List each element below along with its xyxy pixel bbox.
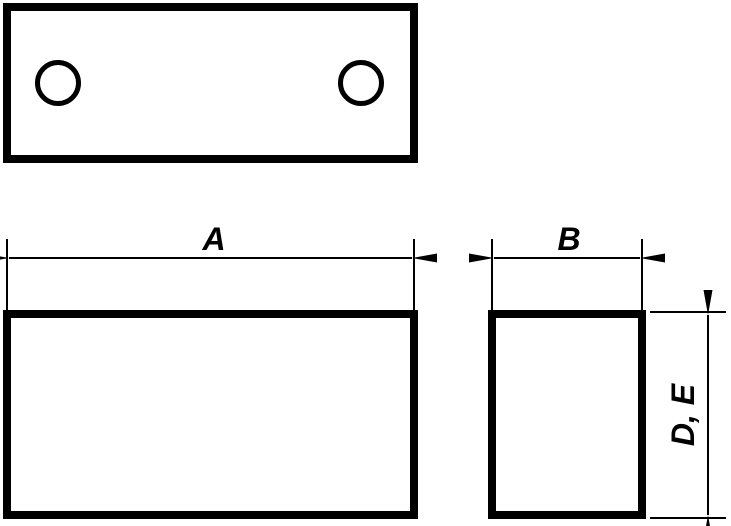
dim-de-label: D, E xyxy=(665,382,701,446)
dim-b-label: B xyxy=(557,221,580,257)
side-view-outline xyxy=(488,310,646,519)
mounting-hole-right xyxy=(338,60,384,106)
front-view-outline xyxy=(3,310,418,519)
mounting-hole-left xyxy=(35,60,81,106)
dim-a-label: A xyxy=(201,221,225,257)
